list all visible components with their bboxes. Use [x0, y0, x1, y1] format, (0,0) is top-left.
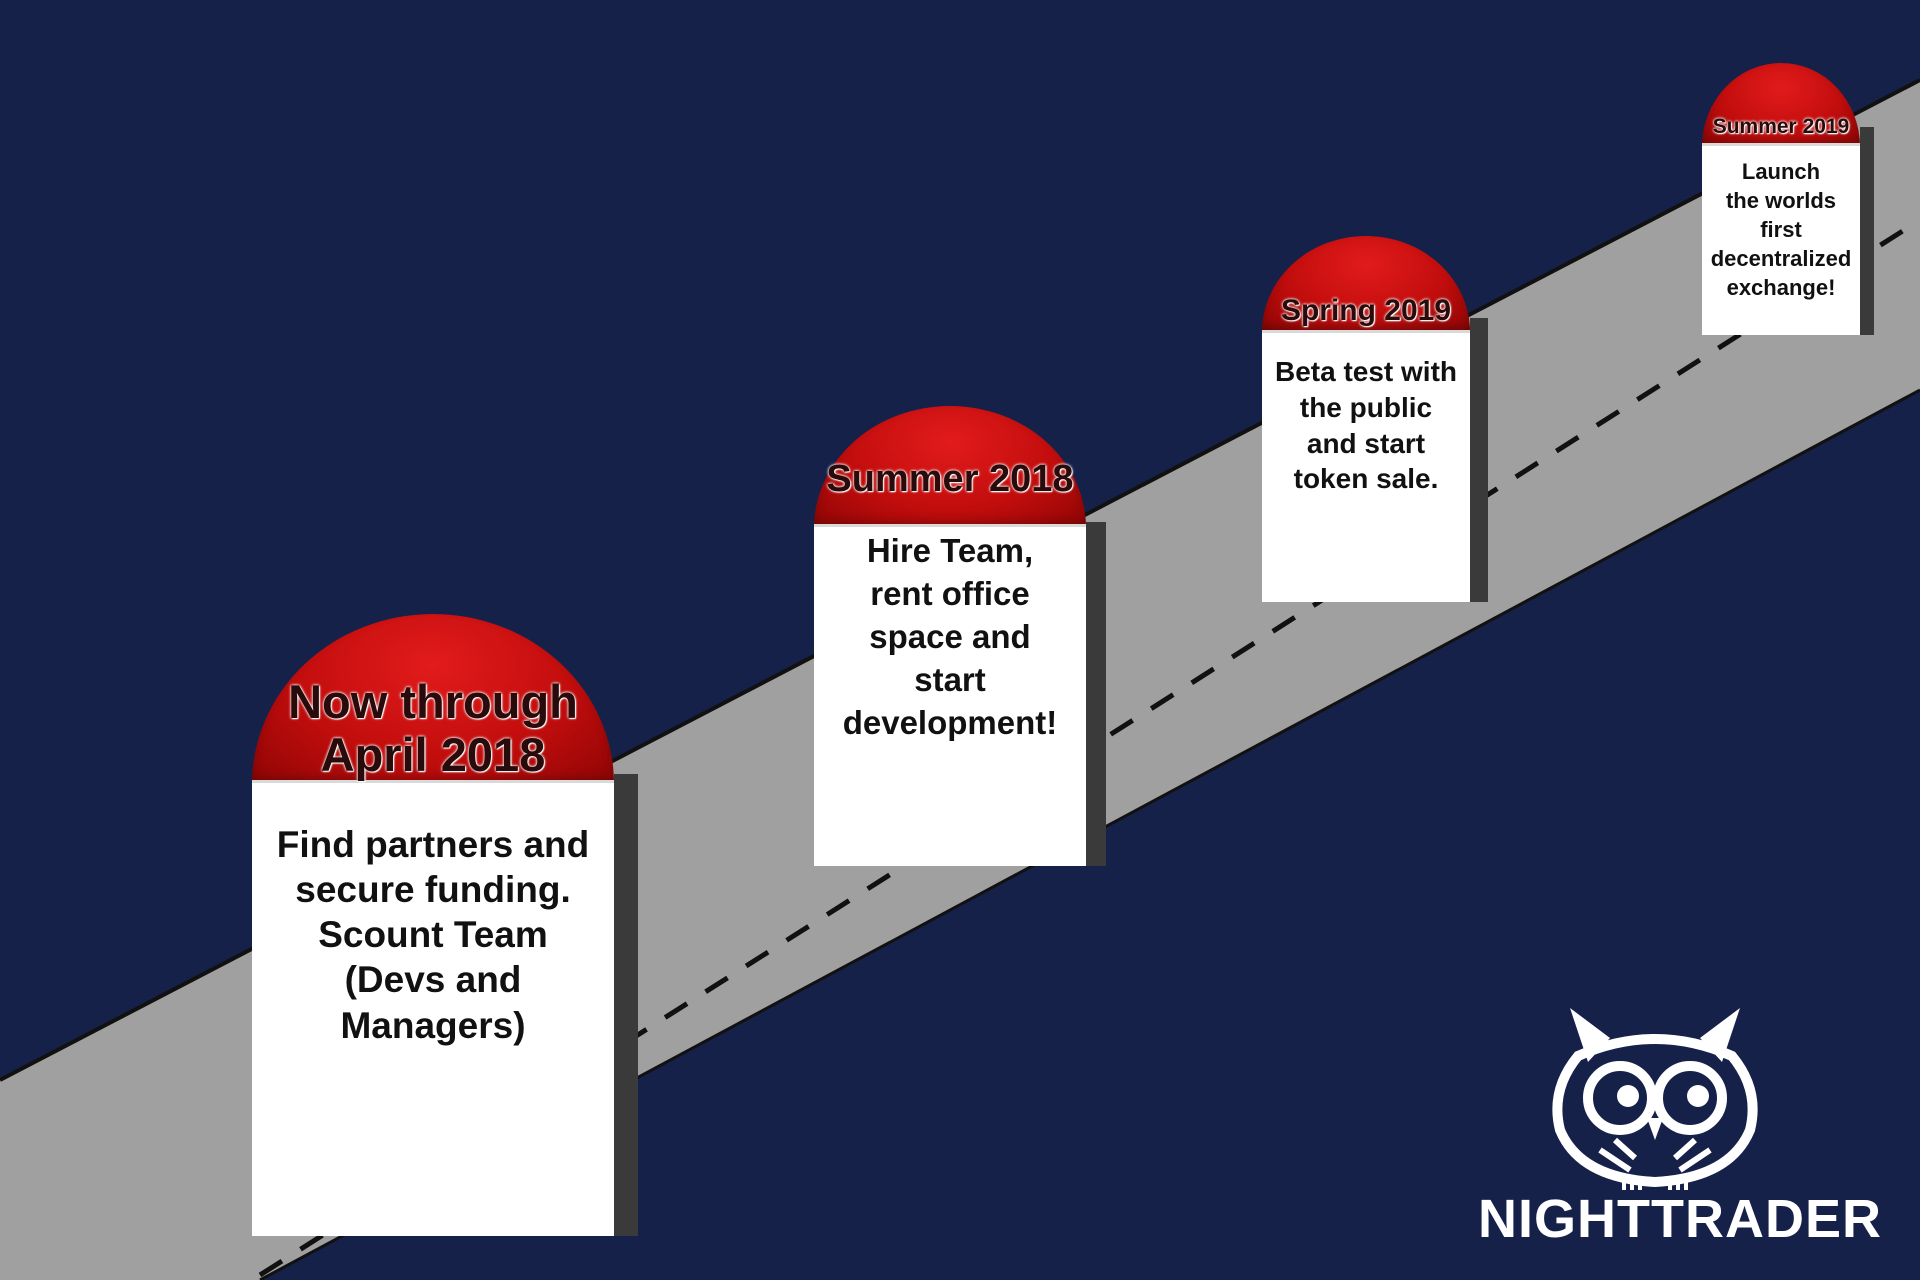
milestone-text-line: and start [1306, 427, 1426, 459]
milestone-shadow [1470, 318, 1488, 602]
milestone-description: Launch the worlds first decentralized ex… [1702, 157, 1860, 302]
milestone-summer-2018: Summer 2018 Hire Team, rent office space… [814, 406, 1106, 866]
milestone-body [1702, 143, 1860, 335]
milestone-body [252, 780, 614, 1236]
milestone-text-line: exchange! [1726, 275, 1836, 301]
milestone-text-line: decentralized [1710, 246, 1852, 272]
owl-icon [1552, 1008, 1758, 1190]
milestone-title: Summer 2019 [1702, 115, 1860, 139]
milestone-text-line: (Devs and [344, 959, 522, 1001]
milestone-title: Now through April 2018 [252, 675, 614, 781]
milestone-text-line: Beta test with [1274, 356, 1458, 387]
milestone-summer-2019: Summer 2019 Launch the worlds first dece… [1702, 63, 1874, 335]
milestone-shadow [1860, 127, 1874, 335]
milestone-title-line: Spring 2019 [1280, 294, 1452, 327]
milestone-text-line: Launch [1741, 159, 1821, 184]
milestone-title-line: Summer 2018 [826, 458, 1074, 500]
milestone-body [1262, 330, 1470, 602]
milestone-text-line: the worlds [1725, 188, 1836, 214]
milestone-text-line: Find partners and [276, 824, 590, 865]
milestone-spring-2019: Spring 2019 Beta test with the public an… [1262, 236, 1488, 602]
milestone-text-line: Scount Team [318, 914, 548, 956]
milestone-text-line: first [1760, 217, 1802, 243]
milestone-text-line: start [914, 660, 986, 698]
milestone-description: Find partners and secure funding. Scount… [252, 822, 614, 1048]
milestone-text-line: space and [869, 617, 1031, 655]
milestone-body [814, 524, 1086, 866]
nighttrader-logo: NIGHTTRADER [1460, 1000, 1900, 1260]
milestone-description: Hire Team, rent office space and start d… [814, 530, 1086, 744]
milestone-title: Spring 2019 [1262, 294, 1470, 328]
milestone-text-line: development! [842, 703, 1058, 741]
milestone-title: Summer 2018 [814, 458, 1086, 501]
milestone-title-line: Summer 2019 [1712, 115, 1850, 138]
milestone-now-through-april-2018: Now through April 2018 Find partners and… [252, 614, 638, 1236]
milestone-shadow [614, 774, 638, 1236]
milestone-text-line: token sale. [1293, 463, 1439, 495]
milestone-text-line: secure funding. [295, 869, 571, 911]
milestone-text-line: the public [1299, 391, 1433, 423]
milestone-text-line: Managers) [340, 1004, 526, 1046]
milestone-title-line: April 2018 [320, 727, 546, 781]
milestone-text-line: rent office [870, 574, 1030, 612]
milestone-text-line: Hire Team, [866, 532, 1034, 569]
milestone-shadow [1086, 522, 1106, 866]
logo-wordmark: NIGHTTRADER [1478, 1189, 1882, 1249]
milestone-description: Beta test with the public and start toke… [1262, 354, 1470, 497]
milestone-title-line: Now through [288, 675, 578, 728]
